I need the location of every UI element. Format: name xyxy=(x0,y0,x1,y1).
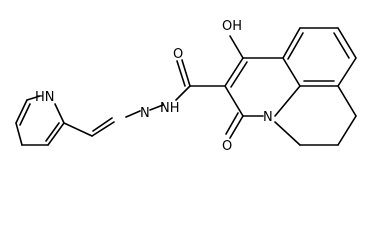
bond-pyrrole-2 xyxy=(26,95,41,101)
bonds xyxy=(15,27,357,146)
bond-sat-4 xyxy=(274,121,301,146)
bond-n-n xyxy=(125,110,141,118)
label-carbonyl-o: O xyxy=(173,47,183,62)
bond-pyrrole-1 xyxy=(15,99,28,124)
bond-nh-co xyxy=(175,85,191,101)
bond-ring-c3-c4 xyxy=(224,57,244,87)
bond-ch xyxy=(63,122,93,137)
bond-ring-c9a-c4a xyxy=(282,57,301,87)
label-hydroxyl: OH xyxy=(222,19,242,34)
label-ring-n: N xyxy=(263,110,273,125)
bond-sat-1 xyxy=(337,85,357,117)
label-hydrazone-n: N xyxy=(140,106,150,121)
bond-pyrrole-4b xyxy=(45,122,60,142)
label-amide-nh: NH xyxy=(160,101,180,116)
bond-pyrrole-4 xyxy=(47,122,65,146)
bond-n-n2 xyxy=(149,104,164,111)
label-lactam-o: O xyxy=(222,139,232,154)
atom-labels: OH O NH N N O H​N xyxy=(35,19,273,154)
bond-ring-c3-c4-double xyxy=(230,61,248,88)
bond-co-double xyxy=(176,60,186,87)
bond-pyrrole-6 xyxy=(15,122,23,146)
bond-ring-c3-c2 xyxy=(224,85,244,117)
bond-ch-n-double xyxy=(92,117,113,132)
bond-ring-n-c9a xyxy=(274,85,301,117)
bond-c2-o xyxy=(229,115,244,139)
bond-ch-n xyxy=(91,121,115,137)
bond-benz-3b xyxy=(333,32,350,59)
bond-sat-2 xyxy=(337,115,357,146)
bond-benz-1b xyxy=(287,32,304,60)
bond-pyrrole-3 xyxy=(54,103,65,124)
bond-c4-oh xyxy=(229,35,244,59)
bond-co xyxy=(181,59,191,87)
bond-pyrrole-1b xyxy=(19,103,31,126)
bond-benz-3 xyxy=(337,27,357,59)
molecule-diagram: OH O NH N N O H​N xyxy=(15,19,357,154)
label-pyrrole-nh: H​N xyxy=(35,90,55,105)
bond-benz-4 xyxy=(337,57,357,87)
structure-svg: OH O NH N N O H​N xyxy=(15,19,357,154)
bond-c2-o-double xyxy=(225,112,239,135)
bond-benz-1 xyxy=(282,27,301,59)
